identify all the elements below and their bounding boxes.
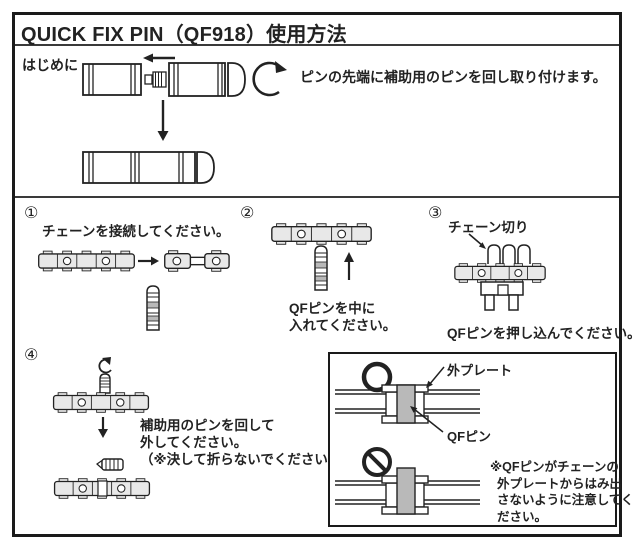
step-4-number: ④	[24, 347, 39, 364]
step-3-number: ③	[428, 205, 443, 222]
step-2-instruction-line2: 入れてください。	[289, 318, 397, 333]
pin-body	[82, 63, 142, 96]
auxiliary-pin	[99, 373, 111, 394]
step-3-label: チェーン切り	[448, 220, 529, 235]
chain-tool-top	[487, 244, 531, 264]
pin-seating-diagram	[335, 361, 480, 515]
assembled-pin	[82, 151, 215, 184]
step-1-diagram	[38, 250, 230, 331]
note-box	[328, 352, 617, 527]
outer-plate-arrow-icon	[426, 366, 445, 388]
seated-pin-mark	[97, 480, 108, 497]
chain	[52, 392, 150, 413]
rotation-arrow-icon	[98, 357, 112, 374]
intro-label: はじめに	[22, 57, 78, 73]
step-3-diagram	[454, 233, 546, 311]
qf-pin	[146, 285, 160, 331]
step-1-number: ①	[24, 205, 39, 222]
step-4-instruction-line2: 外してください。	[140, 435, 248, 450]
step-4-instruction-line3: （※決して折らないでください。）	[140, 452, 349, 467]
left-arrow-icon	[143, 53, 175, 63]
chain-open	[163, 250, 230, 272]
step-4-diagram	[52, 357, 151, 499]
outer-plate-label: 外プレート	[447, 363, 513, 378]
warning-line: ださい。	[497, 509, 548, 524]
qf-pin	[314, 245, 328, 291]
pin-tip	[168, 62, 246, 97]
warning-line: さないように注意してく	[497, 493, 634, 507]
rotation-arrow-icon	[252, 61, 287, 97]
step-2-diagram	[271, 223, 372, 291]
right-arrow-icon	[138, 256, 159, 266]
warning-line: ※QFピンがチェーンの	[490, 460, 619, 474]
qf-pin-label: QFピン	[447, 429, 492, 444]
step-4-instruction-line1: 補助用のピンを回して	[140, 418, 275, 433]
chain-tool-bottom	[480, 281, 524, 311]
section-divider	[15, 196, 619, 198]
warning-text: ※QFピンがチェーンの 外プレートからはみ出 さないように注意してく ださい。	[490, 459, 634, 525]
chain-closed	[38, 250, 135, 272]
qf-pin-arrow-icon	[410, 406, 444, 433]
pointer-arrow-icon	[468, 233, 486, 249]
removed-pin	[96, 458, 124, 471]
chain-crosssection-ok	[335, 384, 480, 424]
chain	[454, 263, 546, 283]
step-3-instruction: QFピンを押し込んでください。	[447, 326, 640, 341]
title-bar	[15, 15, 619, 46]
intro-description: ピンの先端に補助用のピンを回し取り付けます。	[300, 69, 607, 85]
page-title: QUICK FIX PIN（QF918）使用方法	[21, 24, 347, 46]
down-arrow-icon	[98, 417, 108, 438]
intro-pin-diagram	[82, 53, 287, 184]
auxiliary-pin	[144, 71, 167, 88]
up-arrow-icon	[344, 252, 354, 280]
step-2-instruction-line1: QFピンを中に	[289, 301, 376, 316]
step-2-number: ②	[240, 205, 255, 222]
down-arrow-icon	[157, 100, 169, 141]
warning-line: 外プレートからはみ出	[497, 476, 623, 491]
step-1-instruction: チェーンを接続してください。	[42, 224, 230, 239]
chain-crosssection-ng	[335, 467, 480, 515]
chain	[271, 223, 372, 245]
ng-icon	[362, 447, 392, 477]
